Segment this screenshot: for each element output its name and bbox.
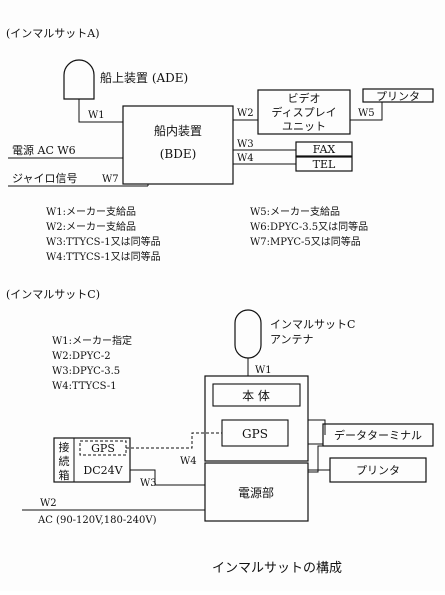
note-a-7: W7:MPYC-5又は同等品 [250,235,361,248]
diagram-caption: インマルサットの構成 [212,561,342,576]
cable-power-terminal [308,445,323,473]
jb-gps-label: GPS [91,442,115,455]
ade-dome-icon [63,59,95,100]
gps-dashed-link [126,432,222,449]
gps-label: GPS [242,427,268,441]
power-unit-box [204,462,309,522]
bde-box [122,105,234,185]
printer-c-box [329,457,427,483]
fax-label: FAX [313,143,336,156]
jb-char-2: 続 [59,454,70,468]
label-c-w4: W4 [180,456,197,467]
bde-label-line1: 船内装置 [154,124,202,138]
jb-char-3: 箱 [59,468,70,482]
junction-box [53,437,131,483]
antenna-label-line1: インマルサットC [270,318,355,331]
antenna-c-icon [234,309,262,359]
jb-char-1: 接 [59,441,70,454]
video-display-box [257,89,351,135]
label-w4: W4 [237,153,254,164]
main-body-label: 本 体 [242,389,270,403]
cable-w5 [350,102,383,121]
label-c-w1: W1 [255,365,272,376]
label-w7: W7 [102,174,119,185]
section-c-title: (インマルサットC) [6,288,100,301]
cable-main-terminal-a [308,419,326,435]
printer-c-label: プリンタ [356,464,400,477]
label-c-w2: W2 [40,498,57,509]
note-c-3: W3:DPYC-3.5 [52,366,120,377]
note-c-1: W1:メーカー指定 [52,334,132,347]
label-c-w3: W3 [140,478,157,489]
main-body-box [212,383,301,407]
tel-box [295,156,353,172]
note-a-6: W6:DPYC-3.5又は同等品 [250,220,368,233]
note-a-1: W1:メーカー支給品 [46,205,136,218]
note-c-2: W2:DPYC-2 [52,351,111,362]
tel-label: TEL [313,158,336,171]
ade-label: 船上装置 (ADE) [100,71,188,85]
cable-w1 [78,99,123,123]
fax-box [295,141,353,157]
power-label: 電源 AC W6 [12,143,76,157]
main-unit-box [204,375,309,462]
note-a-5: W5:メーカー支給品 [250,205,340,218]
label-w1: W1 [88,110,105,121]
note-a-4: W4:TTYCS-1又は同等品 [46,250,161,263]
gyro-label: ジャイロ信号 [12,172,77,185]
section-a-title: (インマルサットA) [6,27,100,40]
video-line2: ディスプレイ [271,105,336,119]
label-w2: W2 [237,108,254,119]
cable-c-w3 [130,469,205,486]
note-c-4: W4:TTYCS-1 [52,381,117,392]
printer-a-box [362,88,434,103]
data-terminal-box [322,423,434,447]
label-w3: W3 [237,139,254,150]
data-terminal-label: データターミナル [334,428,422,442]
video-line1: ビデオ [288,91,321,105]
printer-a-label: プリンタ [376,90,420,103]
bde-label-line2: (BDE) [160,147,197,161]
note-a-3: W3:TTYCS-1又は同等品 [46,235,161,248]
antenna-label-line2: アンテナ [270,333,314,346]
ac-label: AC (90-120V,180-240V) [37,515,157,526]
video-line3: ユニット [282,120,326,133]
label-w5: W5 [358,108,375,119]
power-unit-label: 電源部 [238,485,274,500]
note-a-2: W2:メーカー支給品 [46,220,136,233]
jb-dc-label: DC24V [83,464,123,477]
